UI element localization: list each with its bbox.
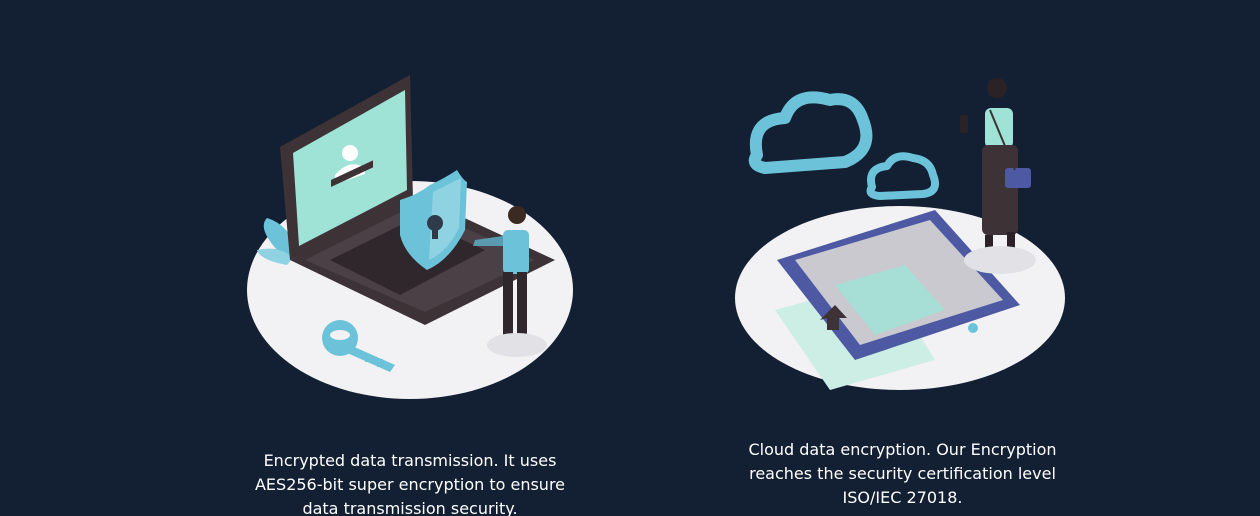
feature-encrypted-transmission: Encrypted data transmission. It uses AES… bbox=[235, 0, 585, 516]
feature-caption: Cloud data encryption. Our Encryption re… bbox=[748, 440, 1057, 507]
laptop-shield-key-illustration bbox=[247, 75, 573, 399]
cloud-phone-illustration bbox=[735, 78, 1065, 390]
feature-cloud-encryption: Cloud data encryption. Our Encryption re… bbox=[735, 0, 1070, 516]
feature-caption: Encrypted data transmission. It uses AES… bbox=[254, 451, 566, 516]
